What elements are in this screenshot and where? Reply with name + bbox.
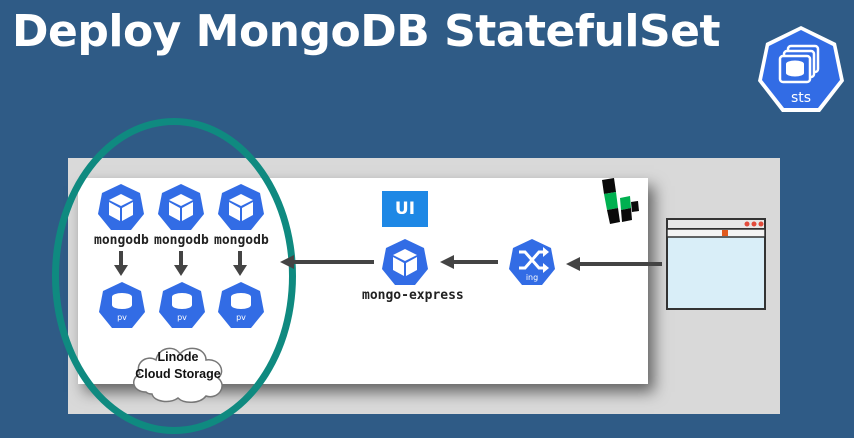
linode-logo-icon [602, 178, 639, 224]
arrow-left-icon [566, 257, 662, 271]
statefulset-badge-icon: sts [758, 26, 844, 112]
arrow-left-icon [440, 255, 498, 269]
mongo-express-pod-icon [382, 239, 428, 285]
browser-window-icon [666, 218, 766, 310]
ui-label-box: UI [382, 191, 428, 227]
arrow-left-icon [280, 255, 374, 269]
ingress-label: ing [526, 273, 538, 282]
statefulset-highlight-ellipse [52, 118, 296, 434]
page-title: Deploy MongoDB StatefulSet [12, 6, 721, 57]
mongo-express-label: mongo-express [362, 288, 464, 303]
ingress-icon: ing [509, 239, 555, 285]
badge-label: sts [791, 90, 811, 106]
